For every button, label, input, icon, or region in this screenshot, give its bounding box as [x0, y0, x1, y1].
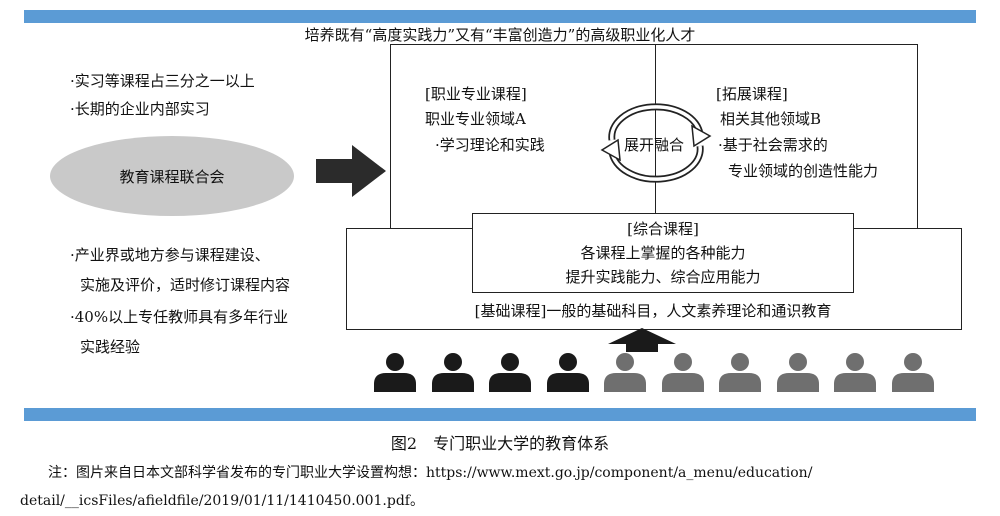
up-arrow-icon [608, 328, 676, 352]
expansion-line: 专业领域的创造性能力 [728, 162, 879, 180]
source-note: 注：图片来自日本文部科学省发布的专门职业大学设置构想：https://www.m… [48, 465, 813, 481]
left-bullet: 实践经验 [80, 338, 141, 356]
person-icon [489, 353, 531, 392]
person-icon [719, 353, 761, 392]
professional-line: ·学习理论和实践 [435, 136, 545, 154]
bottom-band [24, 408, 976, 421]
top-band [24, 10, 976, 23]
comprehensive-heading: [综合课程] [627, 220, 699, 238]
person-icon [834, 353, 876, 392]
fusion-label: 展开融合 [624, 136, 685, 154]
expansion-line: ·基于社会需求的 [718, 136, 828, 154]
left-bullet: ·长期的企业内部实习 [70, 100, 210, 118]
source-note: detail/__icsFiles/afieldfile/2019/01/11/… [20, 493, 424, 509]
council-label: 教育课程联合会 [119, 167, 225, 186]
cycle-arrows-icon [600, 103, 712, 183]
person-icon [604, 353, 646, 392]
figure-caption: 图2 专门职业大学的教育体系 [390, 434, 610, 453]
professional-line: 职业专业领域A [425, 110, 526, 128]
council-ellipse: 教育课程联合会 [50, 136, 294, 216]
person-icon [374, 353, 416, 392]
left-bullet: ·实习等课程占三分之一以上 [70, 72, 255, 90]
left-bullet: ·产业界或地方参与课程建设、 [70, 246, 270, 264]
expansion-heading: [拓展课程] [716, 85, 788, 103]
professional-heading: [职业专业课程] [425, 85, 527, 103]
comprehensive-line: 各课程上掌握的各种能力 [580, 244, 746, 262]
left-bullet: ·40%以上专任教师具有多年行业 [70, 308, 289, 326]
goal-title: 培养既有“高度实践力”又有“丰富创造力”的高级职业化人才 [304, 26, 696, 44]
frame-divider [655, 44, 656, 214]
left-bullet: 实施及评价，适时修订课程内容 [80, 276, 291, 294]
comprehensive-box [472, 213, 854, 293]
foundation-label: [基础课程]一般的基础科目，人文素养理论和通识教育 [474, 302, 832, 320]
person-icon [431, 353, 474, 392]
curriculum-frame [390, 44, 918, 246]
person-icon [661, 353, 704, 392]
person-icon [546, 353, 589, 392]
right-arrow-icon [316, 145, 386, 197]
comprehensive-line: 提升实践能力、综合应用能力 [565, 268, 761, 286]
person-icon [776, 353, 819, 392]
expansion-line: 相关其他领域B [720, 110, 822, 128]
person-icon [891, 353, 934, 392]
